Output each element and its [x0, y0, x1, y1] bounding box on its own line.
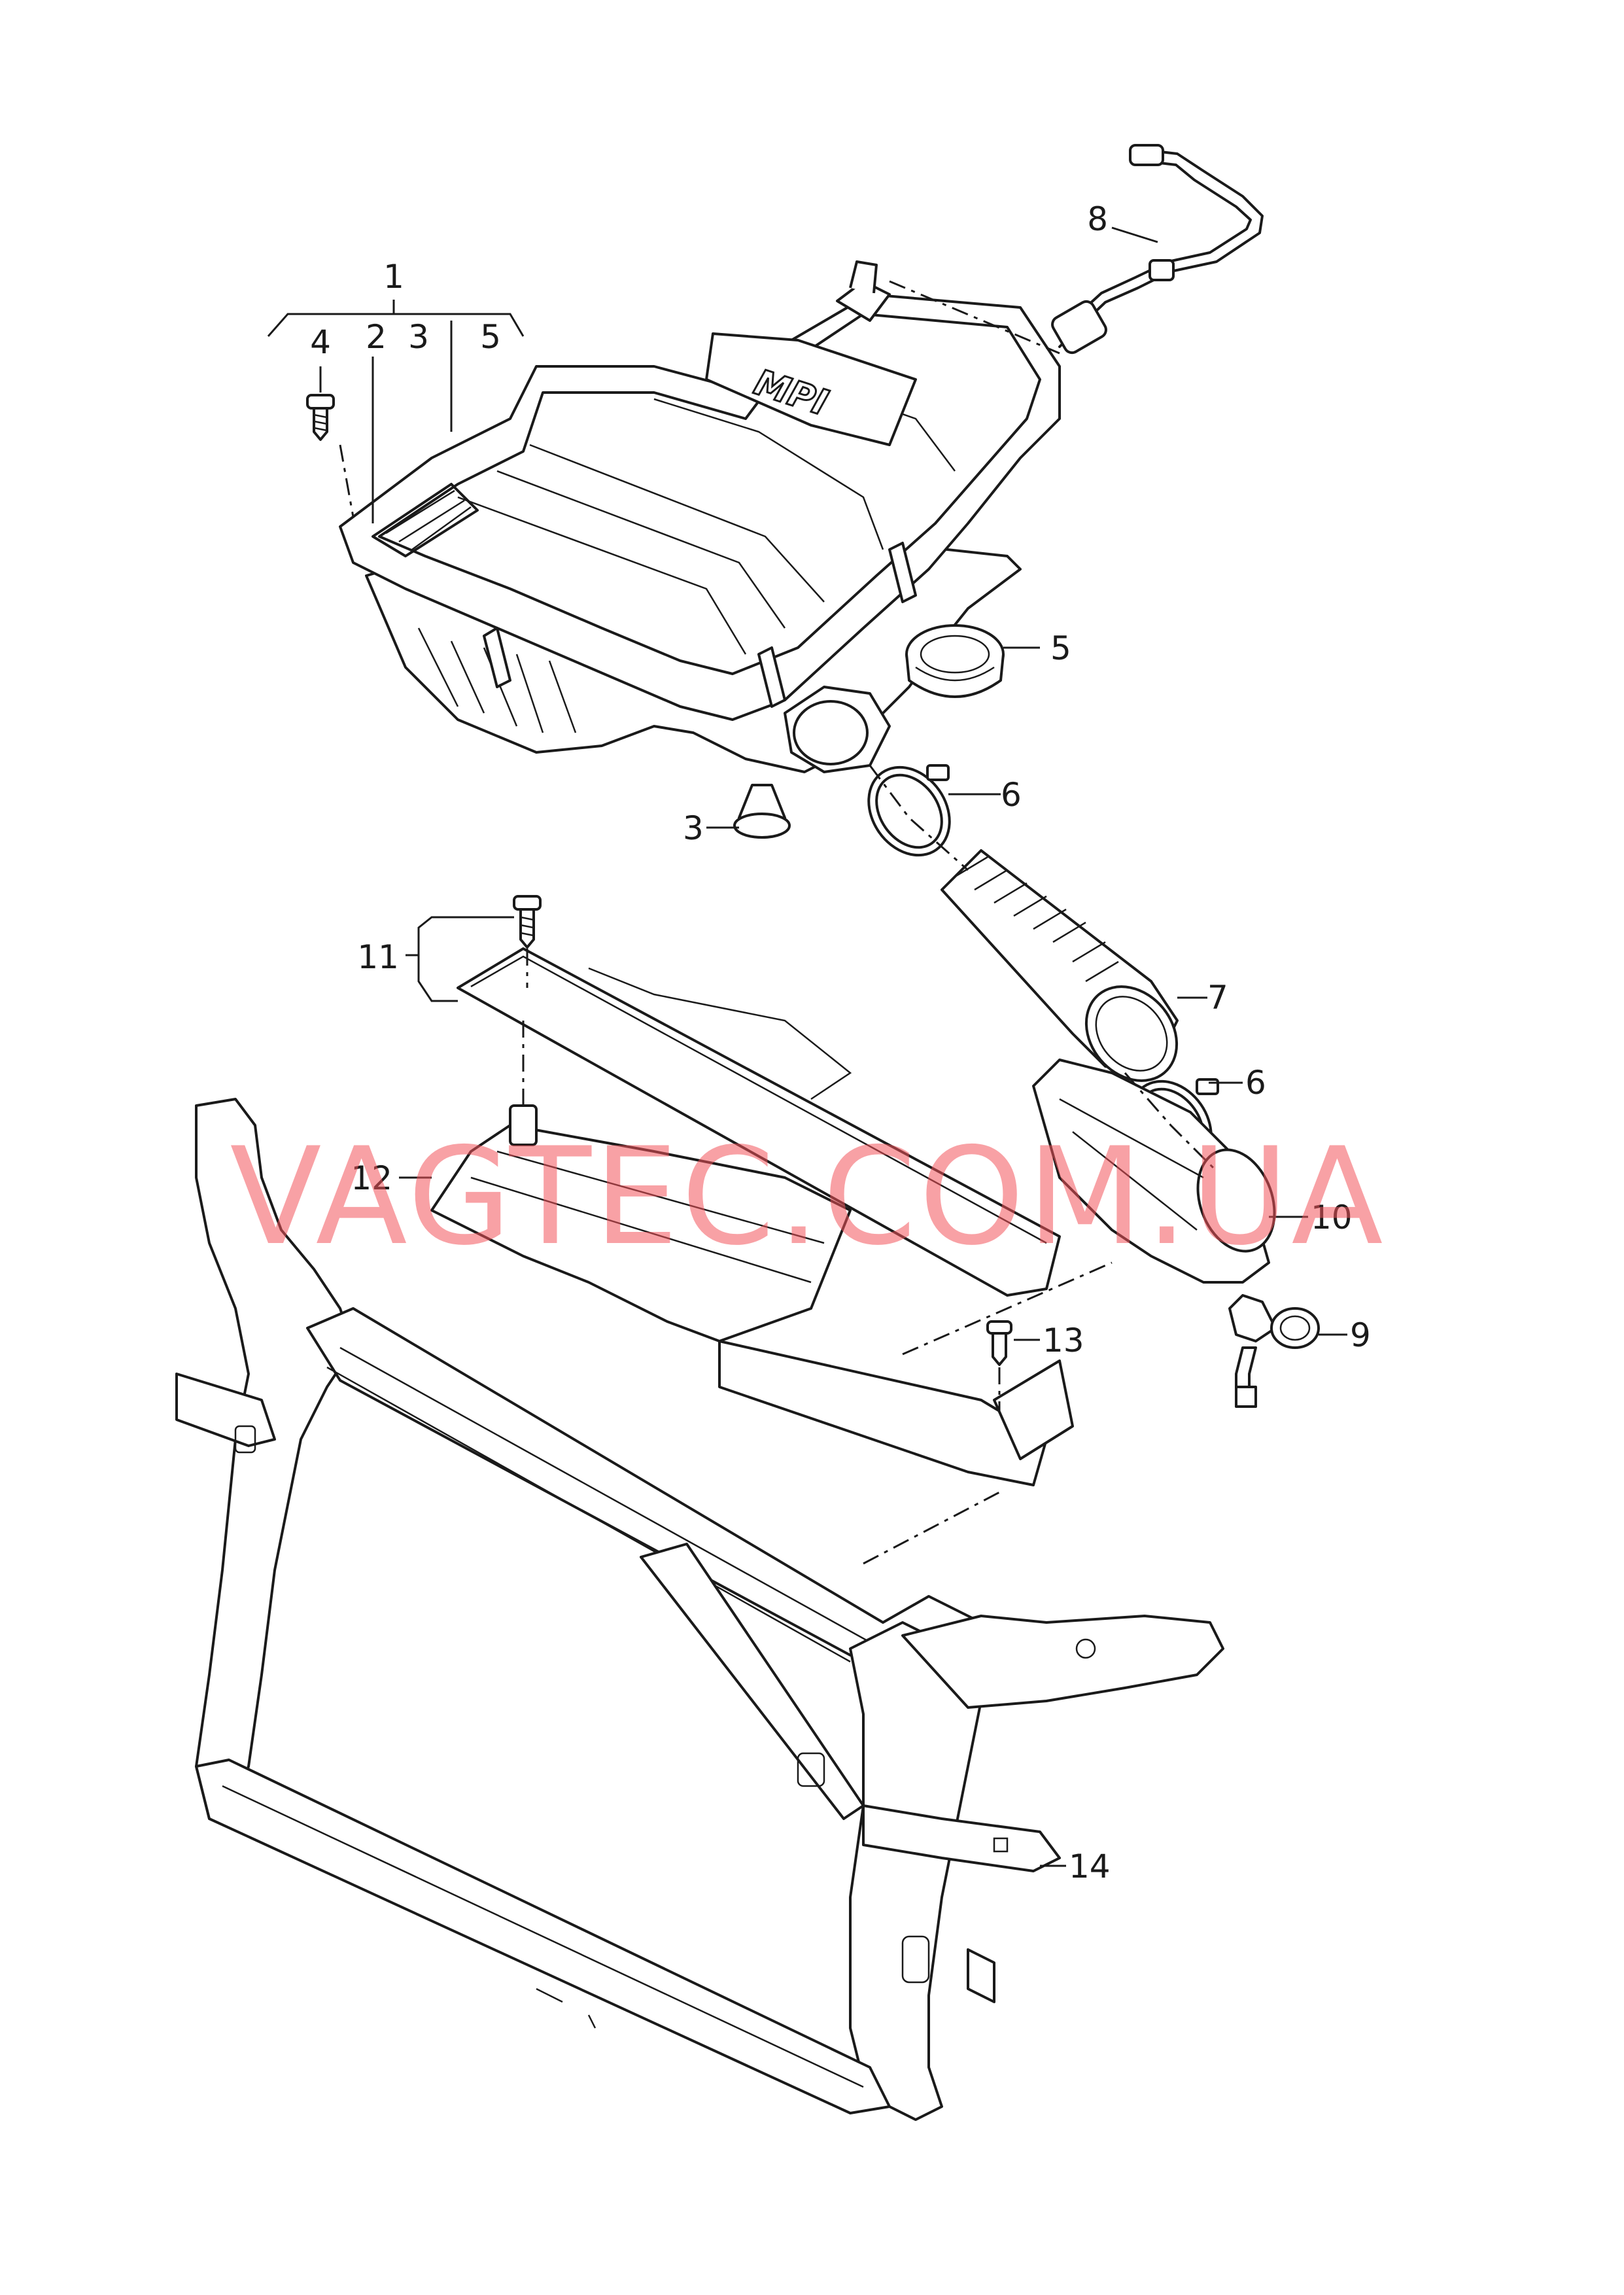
phantom-line-carrier: [863, 1490, 1001, 1565]
seal-ring-part-5: [905, 624, 1005, 698]
screw-part-11: [513, 895, 542, 949]
air-duct-part-12: [430, 1104, 1074, 1486]
callout-9: 9: [1350, 1316, 1371, 1354]
callout-5: 5: [1050, 629, 1071, 667]
callout-8: 8: [1087, 200, 1108, 238]
bracket-1: [267, 313, 525, 337]
corrugated-hose-part-7: [941, 849, 1179, 1082]
callout-6-lower: 6: [1245, 1064, 1266, 1102]
grommet-part-3: [733, 784, 791, 839]
callout-13: 13: [1043, 1322, 1084, 1359]
screw-part-13: [986, 1320, 1012, 1366]
phantom-line-hose-bottom: [1124, 1072, 1218, 1172]
hose-clamp-part-6-upper: [867, 764, 951, 857]
callout-1: 1: [383, 258, 404, 296]
phantom-line-hose-top: [869, 765, 969, 871]
cover-panel-part-11: [457, 947, 1061, 1297]
sensor-wire-part: [1051, 144, 1264, 355]
air-intake-part-10: [1032, 1059, 1276, 1284]
callout-6-upper: 6: [1001, 776, 1022, 814]
callout-7: 7: [1207, 979, 1228, 1017]
watermark: VAGTEC.COM.UA: [230, 1119, 1385, 1275]
callout-11: 11: [357, 938, 399, 976]
callout-4: 4: [310, 323, 331, 361]
callout-10: 10: [1311, 1199, 1353, 1236]
callout-2: 2: [366, 318, 387, 356]
callout-5-bracket: 5: [480, 318, 501, 356]
callout-3: 3: [683, 809, 704, 847]
phantom-line-sensor: [889, 280, 1060, 355]
leader-8: [1111, 226, 1158, 243]
callout-14: 14: [1069, 1848, 1111, 1885]
screw-part-4: [306, 394, 335, 441]
air-filter-housing-part: MPI: [339, 260, 1061, 773]
phantom-line-intake: [902, 1261, 1113, 1356]
drain-hose-part-9: [1228, 1294, 1320, 1408]
phantom-line-screw-4: [339, 444, 354, 517]
callout-12: 12: [351, 1159, 392, 1197]
callout-3-bracket: 3: [408, 318, 429, 356]
lock-carrier-part-14: [175, 1098, 1224, 2121]
